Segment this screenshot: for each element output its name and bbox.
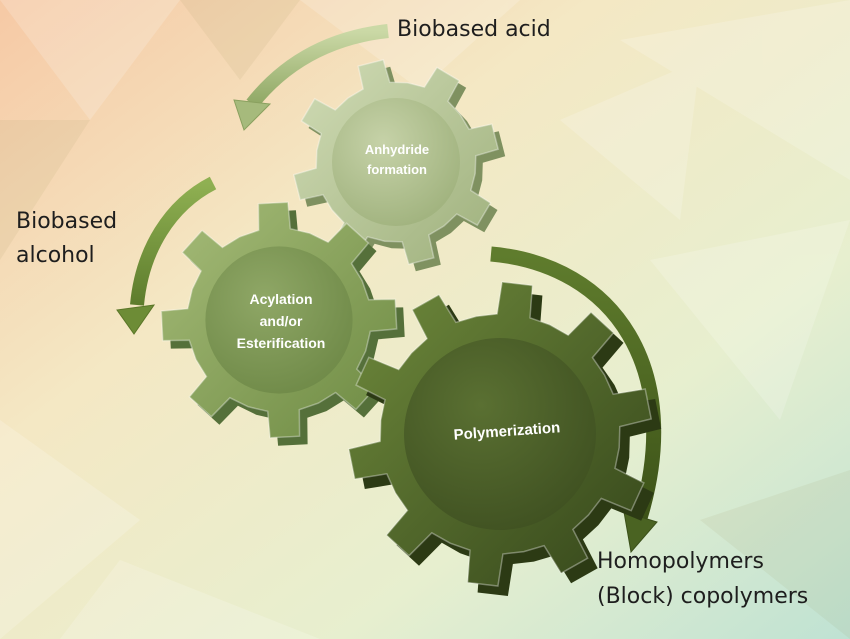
polymerization-gear [347,281,662,596]
homopolymers-label: Homopolymers [597,549,764,574]
acylation-label-line3: Esterification [237,335,326,351]
acylation-label-line1: Acylation [249,291,312,307]
acylation-gear-label: Acylation and/or Esterification [237,291,326,351]
anhydride-gear-label: Anhydride formation [365,142,429,177]
gear-polymerization-face [404,338,596,530]
anhydride-formation-gear [292,58,506,272]
anhydride-label-line2: formation [367,162,427,177]
alcohol-input-arrow [116,176,217,335]
acid-input-arrow [233,24,389,131]
gear-anhydride-face [332,98,460,226]
biobased-alcohol-label-line2: alcohol [16,243,95,268]
acylation-label-line2: and/or [260,313,303,329]
anhydride-label-line1: Anhydride [365,142,429,157]
biobased-acid-label: Biobased acid [397,17,551,42]
gear-acylation-face [205,246,353,394]
block-copolymers-label: (Block) copolymers [597,584,809,609]
biobased-alcohol-label-line1: Biobased [16,209,118,234]
acylation-esterification-gear [160,201,405,446]
